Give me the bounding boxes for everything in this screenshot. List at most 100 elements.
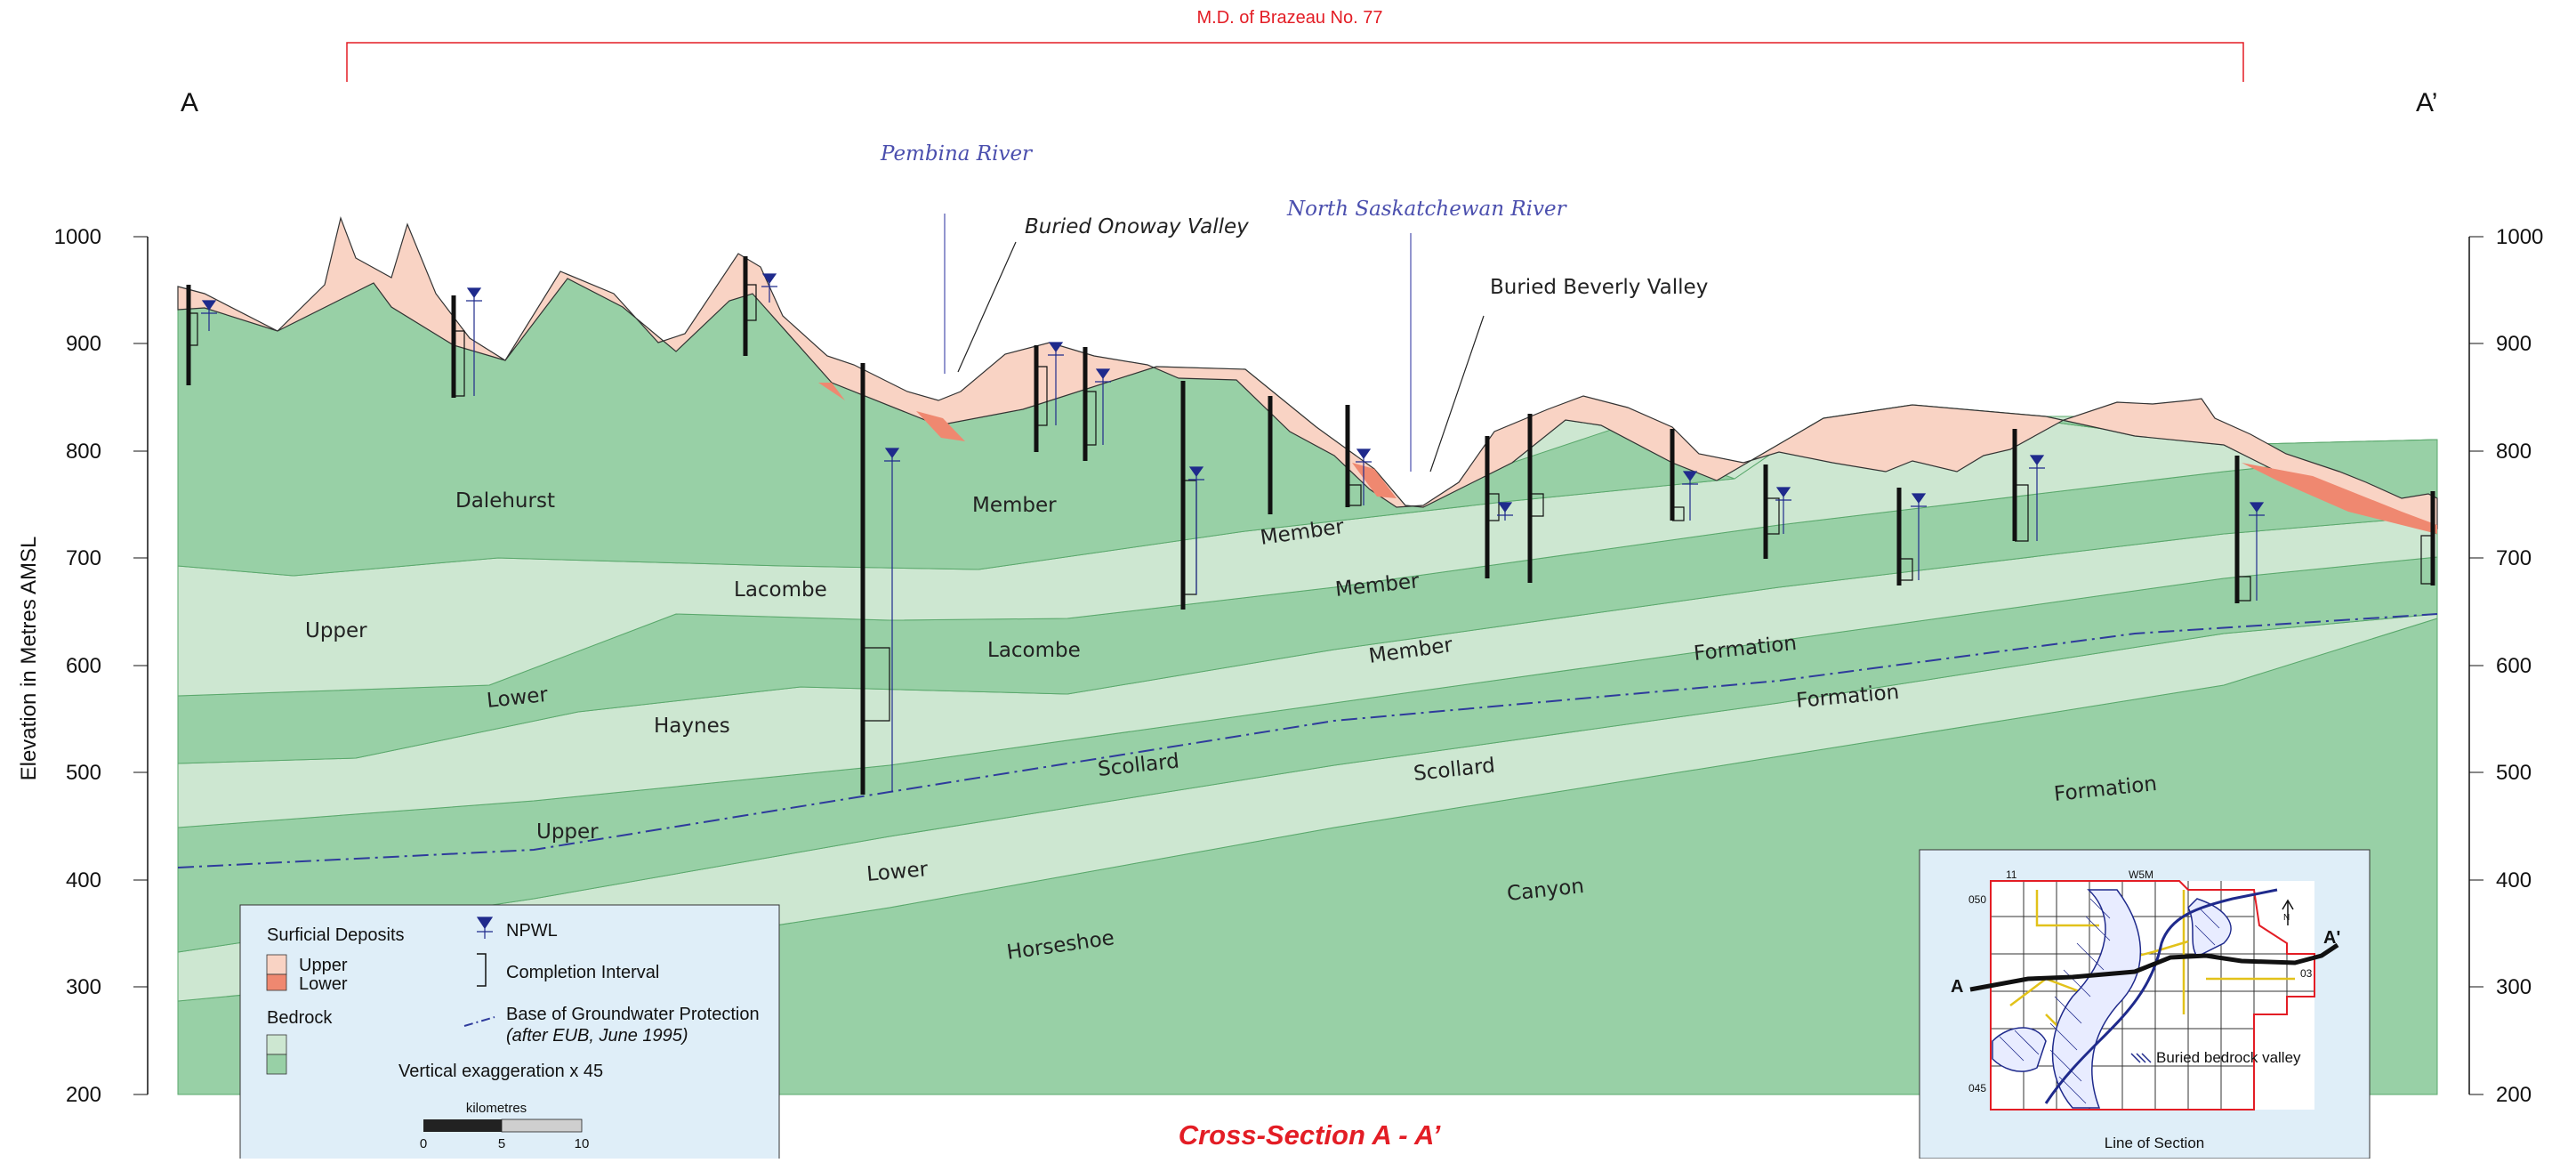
legend-completion-symbol	[477, 953, 487, 987]
npwl-marker	[761, 273, 777, 303]
npwl-marker	[2029, 455, 2045, 541]
legend-completion-label: Completion Interval	[506, 963, 659, 982]
inset-map: A A' 11 W5M 050 045 03 N Buried bedrock …	[1919, 849, 2371, 1159]
npwl-marker	[884, 448, 900, 792]
completion-interval	[863, 647, 890, 722]
completion-interval	[1487, 493, 1500, 521]
legend-lower-label: Lower	[299, 974, 348, 994]
base-groundwater-protection-line	[177, 613, 2438, 868]
scale-bar-dark	[423, 1119, 502, 1132]
svg-text:N: N	[2283, 913, 2290, 923]
unit-label: Upper	[305, 619, 367, 642]
inset-point-a-prime: A'	[2323, 928, 2340, 948]
y-tick: 200	[66, 1083, 101, 1107]
y-tick-right: 800	[2496, 440, 2532, 464]
legend-bgp-symbol	[463, 1016, 495, 1027]
y-tick: 400	[66, 868, 101, 892]
y-tick: 1000	[54, 225, 101, 249]
completion-interval	[189, 312, 198, 346]
north-arrow-icon: N	[2282, 899, 2294, 925]
npwl-marker	[1911, 493, 1927, 580]
y-tick-right: 400	[2496, 868, 2532, 892]
npwl-marker	[1048, 342, 1064, 425]
y-tick-right: 500	[2496, 761, 2532, 785]
legend-bgp-note: (after EUB, June 1995)	[506, 1026, 688, 1046]
y-tick-right: 1000	[2496, 225, 2543, 249]
completion-interval	[2237, 576, 2251, 602]
y-tick: 900	[66, 332, 101, 356]
legend-bedrock-light-swatch	[266, 1034, 287, 1055]
inset-label-050: 050	[1968, 893, 1986, 906]
buried-valley-legend-icon	[2130, 1053, 2152, 1063]
completion-interval	[1348, 484, 1362, 506]
unit-label: Lower	[865, 858, 929, 886]
unit-label: Lacombe	[734, 578, 827, 602]
npwl-marker	[1682, 471, 1698, 521]
section-end-a-prime: A’	[2416, 88, 2437, 117]
wells	[186, 256, 2435, 795]
y-tick-right: 700	[2496, 546, 2532, 570]
scale-bar-title: kilometres	[466, 1101, 527, 1116]
north-saskatchewan-river-label: North Saskatchewan River	[1286, 198, 1568, 221]
legend-npwl-label: NPWL	[506, 921, 558, 941]
y-tick: 600	[66, 654, 101, 678]
y-tick-right: 600	[2496, 654, 2532, 678]
lower-surficial-2	[818, 383, 845, 400]
y-tick-right: 900	[2496, 332, 2532, 356]
y-tick: 300	[66, 975, 101, 999]
inset-label-03: 03	[2300, 967, 2313, 980]
y-tick-right: 200	[2496, 1083, 2532, 1107]
legend: Surficial Deposits Upper Lower Bedrock N…	[239, 904, 780, 1163]
section-end-a: A	[181, 88, 198, 117]
npwl-marker	[2249, 502, 2265, 601]
inset-caption: Line of Section	[2105, 1135, 2204, 1151]
npwl-marker	[1497, 502, 1513, 521]
completion-interval	[1085, 391, 1097, 446]
municipal-boundary	[1990, 880, 2315, 1111]
scale-bar-tick: 10	[575, 1136, 590, 1151]
unit-label: Haynes	[654, 715, 730, 738]
npwl-markers	[201, 273, 2265, 792]
inset-label-045: 045	[1968, 1082, 1986, 1094]
completion-interval	[1899, 558, 1913, 581]
completion-interval	[745, 284, 757, 321]
completion-interval	[1672, 506, 1685, 521]
inset-valley-legend-label: Buried bedrock valley	[2156, 1049, 2301, 1066]
district-bracket	[346, 42, 2244, 82]
unit-label: Dalehurst	[455, 489, 555, 513]
inset-township-label: 11	[2006, 868, 2017, 881]
npwl-marker	[201, 300, 217, 331]
line-of-section	[1969, 942, 2339, 992]
lower-surficial-4	[2242, 463, 2437, 534]
beverly-valley-pointer	[1429, 315, 1485, 472]
npwl-marker	[1095, 368, 1111, 445]
y-tick: 800	[66, 440, 101, 464]
npwl-marker	[466, 287, 482, 396]
completion-interval	[1766, 497, 1780, 535]
scale-bar-light	[501, 1119, 583, 1133]
unit-label: Lacombe	[987, 639, 1081, 662]
unit-label: Member	[972, 494, 1057, 517]
unit-label: Upper	[536, 820, 599, 844]
pembina-river-label: Pembina River	[880, 142, 1034, 166]
inset-point-a: A	[1951, 977, 1963, 997]
completion-interval	[2420, 535, 2433, 585]
left-axis: 1000 900 800 700 600 500 400 300 200	[54, 225, 149, 1107]
figure-caption: Cross-Section A - A’	[1179, 1119, 1441, 1151]
buried-onoway-valley-label: Buried Onoway Valley	[1025, 215, 1249, 238]
buried-bedrock-valley	[2051, 889, 2142, 1109]
legend-lower-swatch	[266, 973, 287, 991]
legend-bedrock-dark-swatch	[266, 1054, 287, 1075]
geologic-layers	[177, 278, 2438, 1095]
completion-interval	[454, 330, 465, 397]
inset-map-area	[1991, 881, 2314, 1110]
lower-surficial-1	[916, 411, 965, 441]
onoway-valley-pointer	[957, 241, 1017, 373]
legend-upper-label: Upper	[299, 956, 348, 975]
district-label: M.D. of Brazeau No. 77	[1197, 8, 1383, 28]
legend-bgp-label: Base of Groundwater Protection	[506, 1005, 760, 1024]
legend-upper-swatch	[266, 954, 287, 975]
completion-interval	[1530, 493, 1544, 517]
